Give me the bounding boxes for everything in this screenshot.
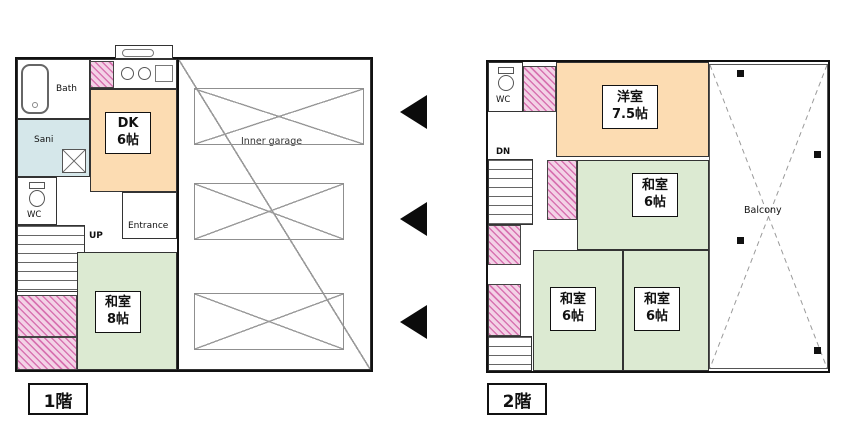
washitsu-br-name: 和室 [643,292,670,308]
balcony: Balcony [709,64,828,369]
bathtub-drain-icon [32,102,38,108]
washitsu8-size: 8帖 [106,312,130,327]
stove-icon [138,67,151,80]
kitchen-sink-icon [122,49,154,57]
room-yoshitsu: 洋室 7.5帖 [556,62,709,157]
wc-1f-label: WC [27,210,42,220]
floor1-tag: 1階 [28,383,88,415]
floor2-plan: WC 洋室 7.5帖 DN 和室 6帖 和室 6帖 [486,60,830,373]
washitsu-mid-size: 6帖 [643,195,667,210]
room-washitsu-bl: 和室 6帖 [533,250,623,371]
washitsu-bl-size: 6帖 [561,309,585,324]
balcony-post-1 [737,70,744,77]
toilet-tank-icon-2f [498,67,514,74]
floor2-tag-label: 2階 [502,391,532,412]
balcony-post-3 [737,237,744,244]
up-label: UP [89,231,103,241]
inner-garage: Inner garage [177,59,371,370]
bath-label: Bath [56,84,77,94]
entrance-label: Entrance [128,221,169,231]
closet-hatch-2f-a [523,66,556,112]
room-washitsu-br: 和室 6帖 [623,250,709,371]
toilet-icon-2f [498,75,514,91]
dk-size: 6帖 [116,133,140,148]
closet-hatch-1f-a [17,295,77,337]
sink-icon [121,67,134,80]
dn-label: DN [496,147,511,157]
balcony-hatch-lines [710,65,827,368]
room-washitsu-8: 和室 8帖 [77,252,177,370]
left-arrow-icon-3 [400,305,427,339]
floor1-tag-label: 1階 [43,391,73,412]
dk-name: DK [117,116,139,132]
washitsu8-name: 和室 [104,295,131,311]
balcony-post-2 [814,151,821,158]
washitsu-mid-label-box: 和室 6帖 [632,173,678,217]
counter-icon [155,65,173,82]
floor1-plan: Bath DK 6帖 Sani WC UP Entrance [15,45,373,372]
left-arrow-icon-2 [400,202,427,236]
sani-label: Sani [34,135,54,145]
left-arrow-icon-1 [400,95,427,129]
washitsu8-label-box: 和室 8帖 [95,291,141,333]
toilet-icon [29,190,45,207]
stairs-up [17,225,85,292]
washitsu-br-label-box: 和室 6帖 [634,287,680,331]
washitsu-bl-name: 和室 [559,292,586,308]
balcony-label: Balcony [744,205,782,216]
washitsu-br-size: 6帖 [645,309,669,324]
yoshitsu-label-box: 洋室 7.5帖 [602,85,658,129]
closet-hatch-1f-b [17,337,77,370]
bathtub-icon [21,64,49,114]
storage-shelf-lines [488,336,532,371]
room-dk: DK 6帖 [90,89,177,192]
room-entrance: Entrance [122,192,177,239]
stairs-dn [488,159,533,225]
car-space-1 [194,88,364,145]
yoshitsu-name: 洋室 [616,90,643,106]
room-wc-2f: WC [488,62,523,112]
washer-icon [62,149,86,173]
car-space-2 [194,183,344,240]
washitsu-bl-label-box: 和室 6帖 [550,287,596,331]
yoshitsu-size: 7.5帖 [611,107,649,122]
room-sani: Sani [17,119,90,177]
car-space-3 [194,293,344,350]
closet-hatch-2f-b [488,225,521,265]
closet-hatch-2f-d [547,160,577,220]
room-washitsu-mid: 和室 6帖 [577,160,709,250]
kitchen-notch [115,45,173,59]
dk-label-box: DK 6帖 [105,112,151,154]
floor2-tag: 2階 [487,383,547,415]
closet-hatch-2f-c [488,284,521,336]
kitchen-closet-hatch [90,61,114,88]
balcony-post-4 [814,347,821,354]
toilet-tank-icon [29,182,45,189]
room-bath: Bath [17,59,90,119]
washitsu-mid-name: 和室 [641,178,668,194]
wc-2f-label: WC [496,95,511,105]
room-wc-1f: WC [17,177,57,225]
